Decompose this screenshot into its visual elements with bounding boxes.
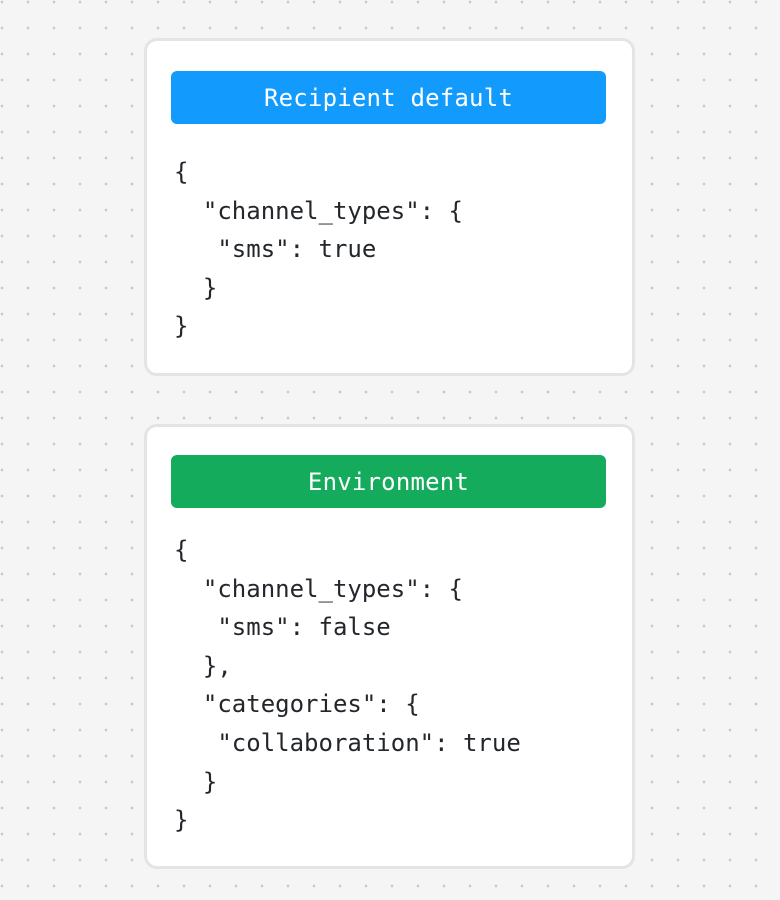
card-recipient-default: Recipient default { "channel_types": { "… <box>144 38 635 376</box>
json-line: { <box>174 536 189 564</box>
json-line: { <box>174 158 189 186</box>
card-header-environment: Environment <box>171 455 606 508</box>
json-line: } <box>174 273 218 302</box>
json-preview: { "channel_types": { "sms": false }, "ca… <box>174 531 620 840</box>
card-header-title: Environment <box>307 467 470 496</box>
card-environment: Environment { "channel_types": { "sms": … <box>144 424 635 869</box>
json-line: } <box>174 806 189 835</box>
json-line: "channel_types": { <box>174 196 463 225</box>
json-line: "sms": true <box>174 235 377 264</box>
json-preview: { "channel_types": { "sms": true }} <box>174 153 620 346</box>
card-header-title: Recipient default <box>263 83 514 112</box>
card-header-recipient-default: Recipient default <box>171 71 606 124</box>
json-line: "channel_types": { <box>174 574 463 603</box>
card-body-environment: { "channel_types": { "sms": false }, "ca… <box>174 531 620 840</box>
json-line: "categories": { <box>174 690 420 719</box>
card-body-recipient-default: { "channel_types": { "sms": true }} <box>174 153 620 346</box>
json-line: } <box>174 312 189 341</box>
json-line: }, <box>174 651 232 680</box>
json-line: "collaboration": true <box>174 728 521 757</box>
json-line: "sms": false <box>174 613 391 642</box>
json-line: } <box>174 767 218 796</box>
